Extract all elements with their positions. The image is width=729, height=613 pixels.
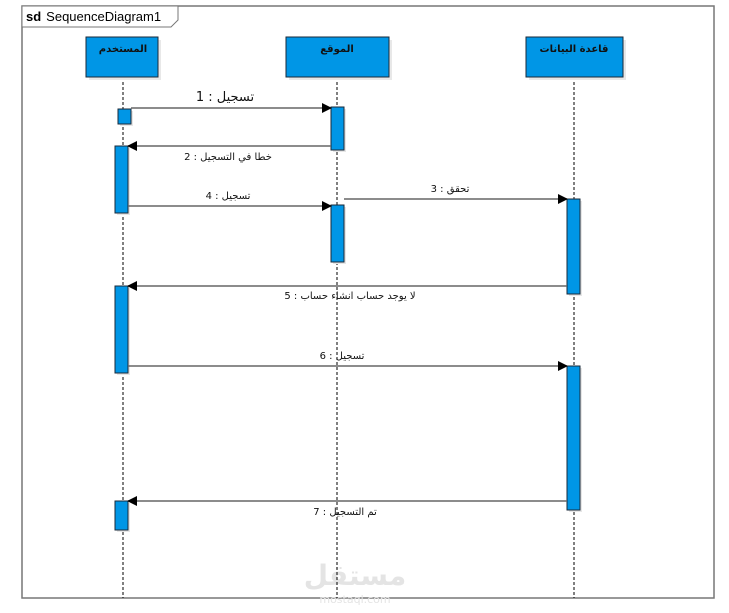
lifeline-box-user	[85, 36, 159, 78]
frame-name: SequenceDiagram1	[46, 9, 161, 24]
activation-bar-user	[114, 285, 129, 374]
lifeline-box-site	[285, 36, 390, 78]
message-label-2: خطا في التسجيل : 2	[184, 152, 272, 163]
diagram-frame	[21, 5, 715, 599]
lifeline-name-user: المستخدم	[99, 44, 147, 55]
frame-title: sd SequenceDiagram1	[26, 9, 161, 24]
frame-title-tab	[21, 5, 179, 28]
message-label-3: تحقق : 3	[431, 184, 470, 195]
message-label-5: لا يوجد حساب انشاء حساب : 5	[284, 291, 415, 302]
watermark-url: mostaql.com	[319, 593, 390, 606]
activation-bar-site	[330, 106, 345, 151]
activation-bar-user	[114, 145, 129, 214]
message-label-4: تسجيل : 4	[206, 191, 251, 202]
frame-keyword: sd	[26, 9, 41, 24]
message-label-6: تسجيل : 6	[320, 351, 365, 362]
lifeline-box-db	[525, 36, 624, 78]
activation-bar-db	[566, 198, 581, 295]
lifeline-name-site: الموقع	[320, 44, 354, 55]
activation-bar-user	[114, 500, 129, 531]
message-label-7: تم التسجيل : 7	[313, 507, 377, 518]
activation-bar-db	[566, 365, 581, 511]
watermark-logo: مستقل	[304, 559, 406, 592]
watermark: مستقل mostaql.com	[304, 559, 406, 606]
lifeline-name-db: قاعدة البيانات	[540, 44, 609, 55]
message-label-1: تسجيل : 1	[196, 90, 255, 105]
activation-bar-site	[330, 204, 345, 263]
activation-bar-user	[117, 108, 132, 125]
